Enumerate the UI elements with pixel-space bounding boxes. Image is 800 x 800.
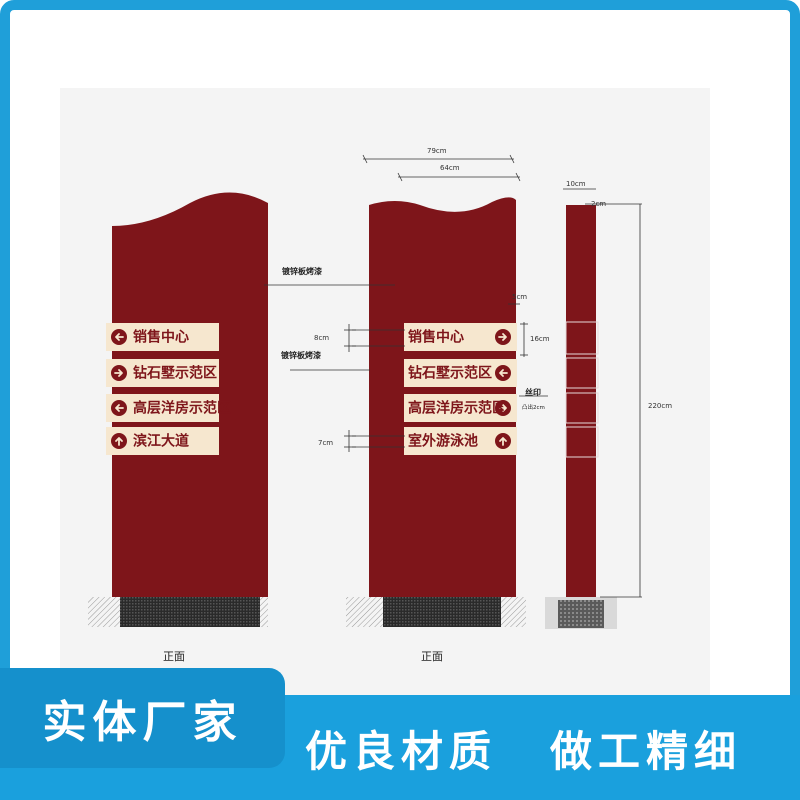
- up-arrow-icon: [115, 437, 123, 446]
- sign-text: 高层洋房示范区: [408, 400, 506, 417]
- middle-pillar-base: [383, 597, 501, 627]
- factory-badge-text: 实体厂家: [42, 697, 243, 748]
- left-arrow-icon: [499, 369, 508, 377]
- sign-plate: 室外游泳池: [404, 427, 517, 455]
- sign-plate: 销售中心: [106, 323, 219, 351]
- label-material-1: 镀锌板烤漆: [282, 266, 322, 276]
- up-arrow-icon: [499, 437, 507, 446]
- dim-sign-gap: 7cm: [318, 439, 333, 447]
- left-arrow-icon: [115, 404, 124, 412]
- sign-plate: 高层洋房示范区: [106, 394, 231, 422]
- dim-sign-height: 8cm: [314, 334, 329, 342]
- quality-tag: 优良材质: [305, 727, 498, 776]
- dim-depth: 10cm: [566, 180, 586, 188]
- side-sign-outlines: [565, 321, 599, 458]
- note-labels: 镀锌板烤漆 镀锌板烤漆 丝印 凸出2cm 正面 正面: [163, 266, 545, 663]
- sign-text: 滨江大道: [133, 433, 189, 450]
- right-arrow-icon: [114, 369, 123, 377]
- sign-text: 室外游泳池: [408, 433, 478, 450]
- label-front-2: 正面: [421, 650, 443, 663]
- label-front-1: 正面: [163, 650, 185, 663]
- sign-plate: 滨江大道: [106, 427, 219, 455]
- sign-plate: 钻石墅示范区: [404, 359, 517, 387]
- label-material-2: 镀锌板烤漆: [281, 350, 321, 360]
- side-pillar: [545, 205, 617, 629]
- side-pillar-body: [566, 205, 596, 597]
- sign-text: 钻石墅示范区: [408, 365, 492, 382]
- left-arrow-icon: [115, 333, 124, 341]
- dim-width-panel: 64cm: [440, 164, 460, 172]
- dim-height: 220cm: [648, 402, 672, 410]
- dimension-labels: 79cm 64cm 10cm 2cm 220cm 5cm 8cm 7cm 16c…: [314, 147, 672, 447]
- label-print: 丝印: [525, 387, 541, 397]
- sign-text: 销售中心: [133, 329, 189, 346]
- dim-sign-depth: 16cm: [530, 335, 550, 343]
- sign-plate: 销售中心: [404, 323, 517, 351]
- dim-spacing-side: 5cm: [512, 293, 527, 301]
- dim-depth-inner: 2cm: [591, 200, 606, 208]
- sign-text: 钻石墅示范区: [133, 365, 217, 382]
- sign-plate: 钻石墅示范区: [106, 359, 219, 387]
- left-pillar-base: [120, 597, 260, 627]
- dim-width-top: 79cm: [427, 147, 447, 155]
- dimension-lines: [264, 154, 642, 598]
- label-print-note: 凸出2cm: [522, 403, 545, 411]
- sign-text: 高层洋房示范区: [133, 400, 231, 417]
- craft-tag: 做工精细: [550, 727, 743, 776]
- right-arrow-icon: [498, 404, 507, 412]
- sign-text: 销售中心: [408, 329, 464, 346]
- factory-badge: 实体厂家: [0, 668, 285, 768]
- side-pillar-base: [558, 600, 604, 628]
- right-arrow-icon: [498, 333, 507, 341]
- sign-plate: 高层洋房示范区: [404, 394, 517, 422]
